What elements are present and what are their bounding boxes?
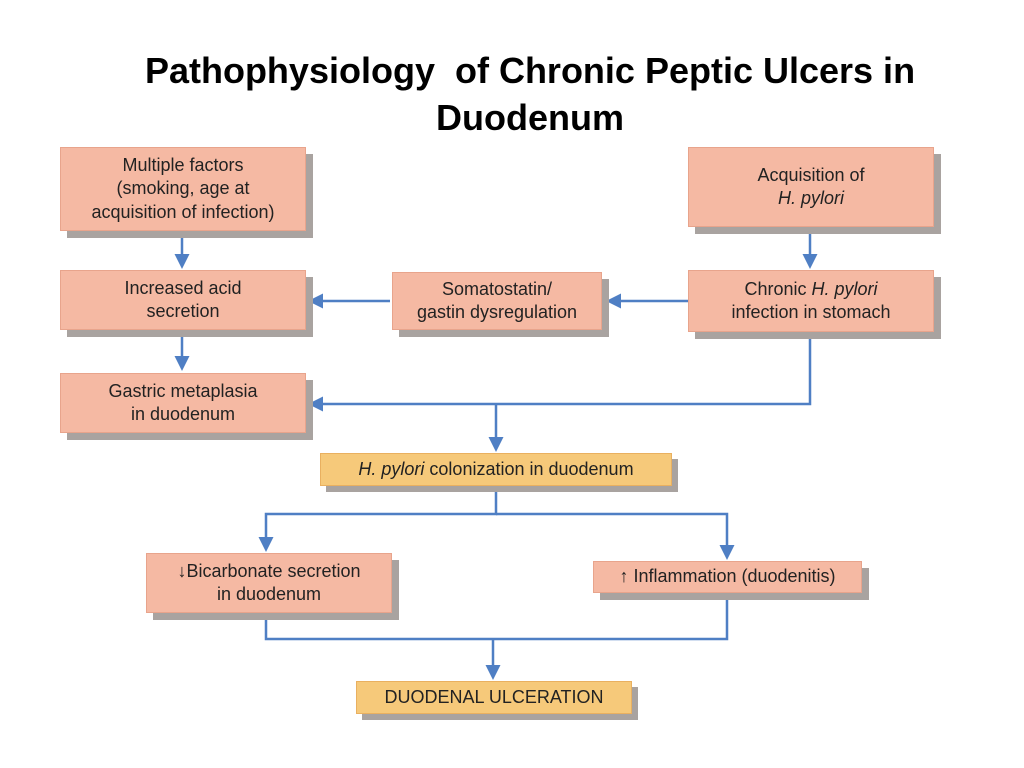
page-title: Pathophysiology of Chronic Peptic Ulcers… (40, 48, 1020, 142)
metaplasia-box: Gastric metaplasia in duodenum (60, 373, 306, 433)
bicarbonate-line-2: in duodenum (216, 584, 322, 604)
bicarbonate-box: ↓Bicarbonate secretion in duodenum (146, 553, 392, 613)
chronic-infection-italic: H. pylori (811, 278, 878, 299)
colonization-rest: colonization in duodenum (424, 458, 634, 479)
inflammation-text: ↑ Inflammation (duodenitis) (619, 566, 836, 587)
line-colonization-split (258, 488, 498, 552)
somatostatin-line-2: gastin dysregulation (416, 302, 578, 322)
line-chronic-down (496, 334, 812, 406)
chronic-infection-pre: Chronic (744, 278, 812, 299)
acquisition-line-2: H. pylori (777, 188, 844, 208)
colonization-text: H. pylori colonization in duodenum (358, 458, 633, 481)
chronic-infection-box: Chronic H. pylori infection in stomach (688, 270, 934, 332)
somatostatin-line-1: Somatostatin/ (441, 278, 553, 299)
metaplasia-line-2: in duodenum (130, 404, 236, 424)
title-line-2: Duodenum (436, 96, 624, 138)
increased-acid-line-1: Increased acid (124, 277, 242, 298)
multiple-factors-line-3: acquisition of infection) (91, 201, 275, 222)
multiple-factors-box: Multiple factors (smoking, age at acquis… (60, 147, 306, 231)
acquisition-line-1: Acquisition of (757, 164, 865, 185)
ulceration-text: DUODENAL ULCERATION (384, 686, 604, 707)
acquisition-box: Acquisition of H. pylori (688, 147, 934, 227)
colonization-box: H. pylori colonization in duodenum (320, 453, 672, 486)
ulceration-box: DUODENAL ULCERATION (356, 681, 632, 714)
colonization-italic: H. pylori (358, 458, 425, 479)
inflammation-box: ↑ Inflammation (duodenitis) (593, 561, 862, 593)
chronic-infection-line-2: infection in stomach (731, 302, 891, 322)
increased-acid-box: Increased acid secretion (60, 270, 306, 330)
line-bicarbonate-down (264, 595, 729, 641)
line-colonization-split-right (496, 512, 735, 560)
title-line-1: Pathophysiology of Chronic Peptic Ulcers… (144, 50, 916, 91)
multiple-factors-line-1: Multiple factors (122, 154, 244, 175)
increased-acid-line-2: secretion (146, 301, 220, 321)
multiple-factors-line-2: (smoking, age at (116, 178, 250, 199)
somatostatin-box: Somatostatin/ gastin dysregulation (392, 272, 602, 330)
bicarbonate-line-1: ↓Bicarbonate secretion (177, 560, 361, 581)
metaplasia-line-1: Gastric metaplasia (108, 380, 258, 401)
chronic-infection-line-1: Chronic H. pylori (744, 278, 877, 301)
